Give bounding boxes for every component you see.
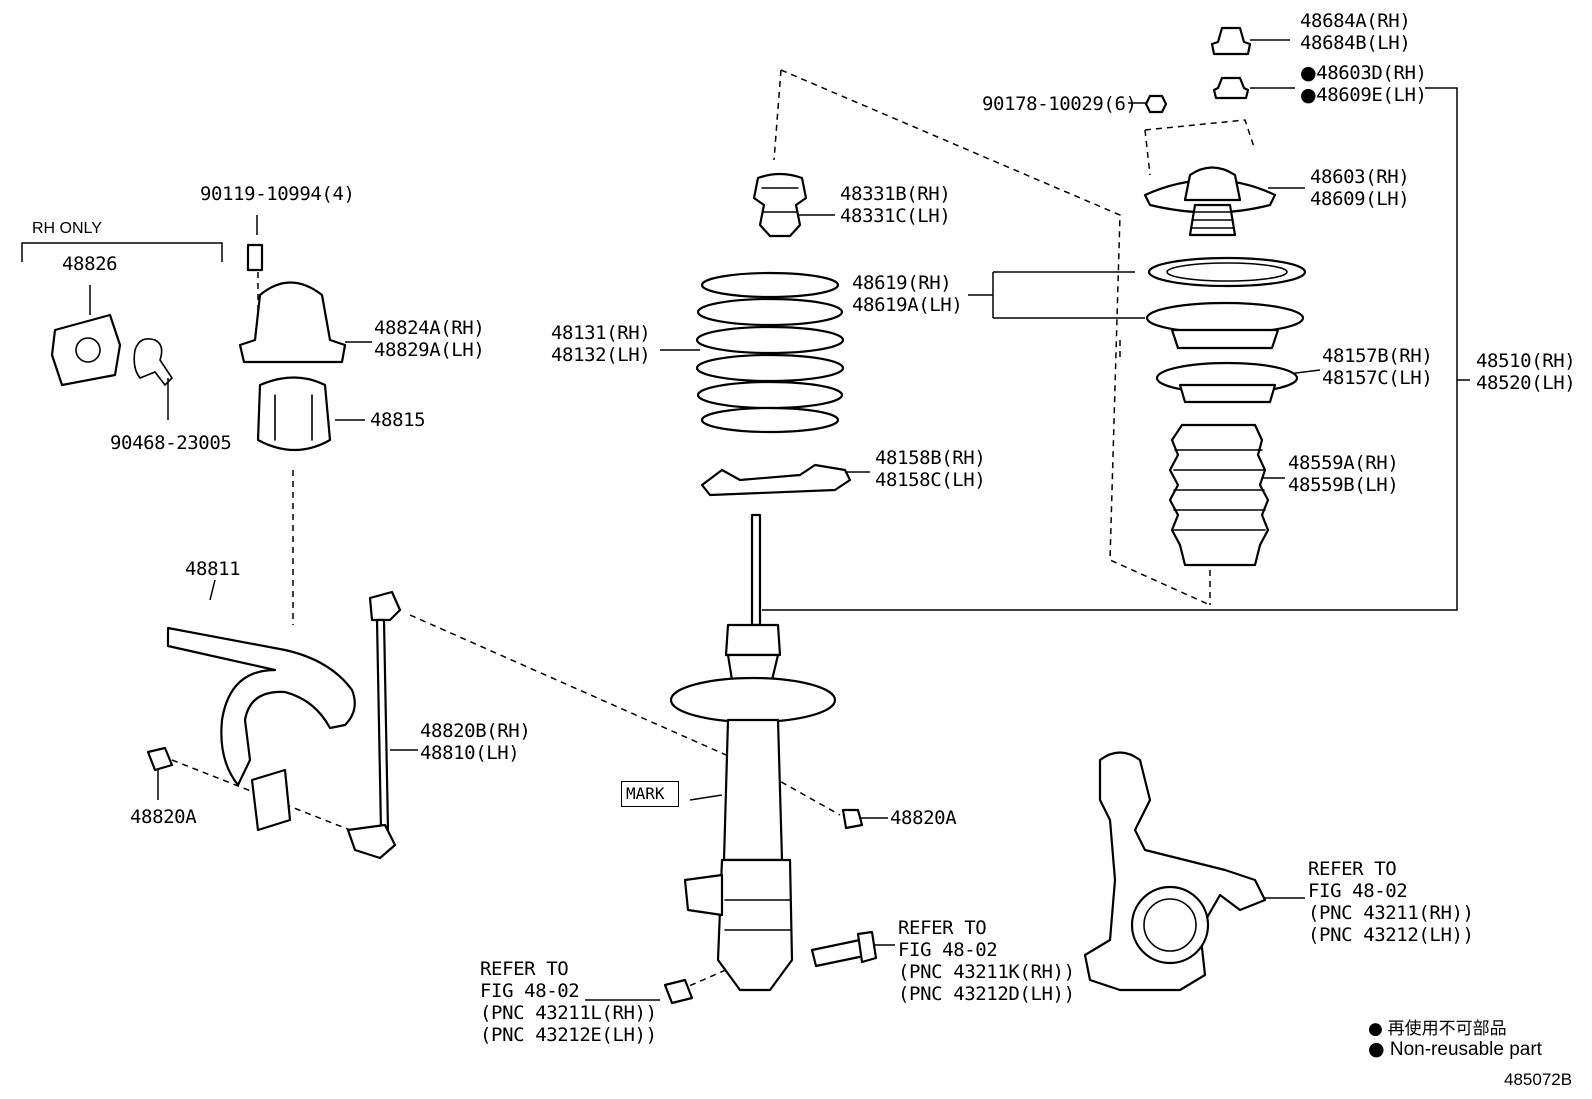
label-48815: 48815 [370, 409, 426, 431]
rh-only-note: RH ONLY [32, 220, 102, 237]
label-48811: 48811 [185, 558, 241, 580]
mark-callout: MARK [621, 781, 679, 807]
label-48510: 48510(RH) 48520(LH) [1476, 350, 1576, 394]
part-number: 48157C(LH) [1322, 367, 1433, 389]
part-number: 48603(RH) [1310, 166, 1410, 188]
refer-line: (PNC 43211L(RH)) [480, 1002, 657, 1024]
part-number: 48520(LH) [1476, 372, 1576, 394]
part-number: 48603D(RH) [1316, 62, 1427, 84]
part-number: 48158C(LH) [875, 469, 986, 491]
non-reusable-dot-icon: ● [1300, 84, 1317, 106]
label-90119: 90119-10994(4) [200, 183, 355, 205]
part-number: 48619(RH) [852, 272, 952, 294]
label-48603d: ●48603D(RH) ●48609E(LH) [1300, 62, 1427, 106]
part-number: 48826 [62, 253, 118, 275]
label-48820a-right: 48820A [890, 807, 957, 829]
part-number: 48820A [130, 806, 197, 828]
part-number: 48820B(RH) [420, 720, 531, 742]
refer-line: REFER TO [1308, 858, 1397, 880]
part-number: 48609(LH) [1310, 188, 1410, 210]
label-48824: 48824A(RH) 48829A(LH) [374, 317, 485, 361]
non-reusable-dot-icon: ● [1368, 1038, 1385, 1060]
refer-line: (PNC 43211K(RH)) [898, 961, 1075, 983]
non-reusable-dot-icon: ● [1368, 1019, 1383, 1039]
part-number: 48820A [890, 807, 957, 829]
part-number: 48684A(RH) [1300, 10, 1411, 32]
label-48603: 48603(RH) 48609(LH) [1310, 166, 1410, 210]
part-number: 48131(RH) [551, 322, 651, 344]
label-48820a-left: 48820A [130, 806, 197, 828]
legend-jp-text: 再使用不可部品 [1387, 1019, 1507, 1038]
part-number: 48829A(LH) [374, 339, 485, 361]
legend-en-text: Non-reusable part [1389, 1039, 1542, 1060]
refer-note-bolt: REFER TO FIG 48-02 (PNC 43211K(RH)) (PNC… [898, 917, 1075, 1005]
legend-jp: ● 再使用不可部品 [1368, 1014, 1507, 1039]
label-48684: 48684A(RH) 48684B(LH) [1300, 10, 1411, 54]
part-number: 48811 [185, 558, 241, 580]
refer-line: FIG 48-02 [480, 980, 580, 1002]
refer-line: REFER TO [480, 958, 569, 980]
label-48158: 48158B(RH) 48158C(LH) [875, 447, 986, 491]
refer-note-knuckle: REFER TO FIG 48-02 (PNC 43211(RH)) (PNC … [1308, 858, 1474, 946]
part-number: 48132(LH) [551, 344, 651, 366]
refer-line: (PNC 43212D(LH)) [898, 983, 1075, 1005]
refer-line: FIG 48-02 [1308, 880, 1408, 902]
part-number: 48158B(RH) [875, 447, 986, 469]
part-number: 48810(LH) [420, 742, 520, 764]
part-number: 48510(RH) [1476, 350, 1576, 372]
refer-line: (PNC 43211(RH)) [1308, 902, 1474, 924]
refer-line: (PNC 43212(LH)) [1308, 924, 1474, 946]
figure-code: 485072B [1504, 1070, 1573, 1089]
part-number: 48331C(LH) [840, 205, 951, 227]
refer-line: REFER TO [898, 917, 987, 939]
part-number: 90178-10029(6) [982, 93, 1137, 115]
part-number: 48609E(LH) [1316, 84, 1427, 106]
part-number: 90468-23005 [110, 432, 232, 454]
refer-line: FIG 48-02 [898, 939, 998, 961]
label-48131: 48131(RH) 48132(LH) [551, 322, 651, 366]
label-90178: 90178-10029(6) [982, 93, 1137, 115]
part-number: 48815 [370, 409, 426, 431]
part-number: 48559B(LH) [1288, 474, 1399, 496]
label-48157: 48157B(RH) 48157C(LH) [1322, 345, 1433, 389]
part-number: 48331B(RH) [840, 183, 951, 205]
part-number: 90119-10994(4) [200, 183, 355, 205]
part-number: 48684B(LH) [1300, 32, 1411, 54]
legend-en: ● Non-reusable part [1368, 1038, 1542, 1061]
part-number: 48157B(RH) [1322, 345, 1433, 367]
label-48559: 48559A(RH) 48559B(LH) [1288, 452, 1399, 496]
non-reusable-dot-icon: ● [1300, 62, 1317, 84]
part-number: 48559A(RH) [1288, 452, 1399, 474]
part-number: 48619A(LH) [852, 294, 963, 316]
part-number: 48824A(RH) [374, 317, 485, 339]
label-48619: 48619(RH) 48619A(LH) [852, 272, 963, 316]
label-48331: 48331B(RH) 48331C(LH) [840, 183, 951, 227]
label-48820b: 48820B(RH) 48810(LH) [420, 720, 531, 764]
label-48826: 48826 [62, 253, 118, 275]
refer-note-nut: REFER TO FIG 48-02 (PNC 43211L(RH)) (PNC… [480, 958, 657, 1046]
label-90468: 90468-23005 [110, 432, 232, 454]
refer-line: (PNC 43212E(LH)) [480, 1024, 657, 1046]
